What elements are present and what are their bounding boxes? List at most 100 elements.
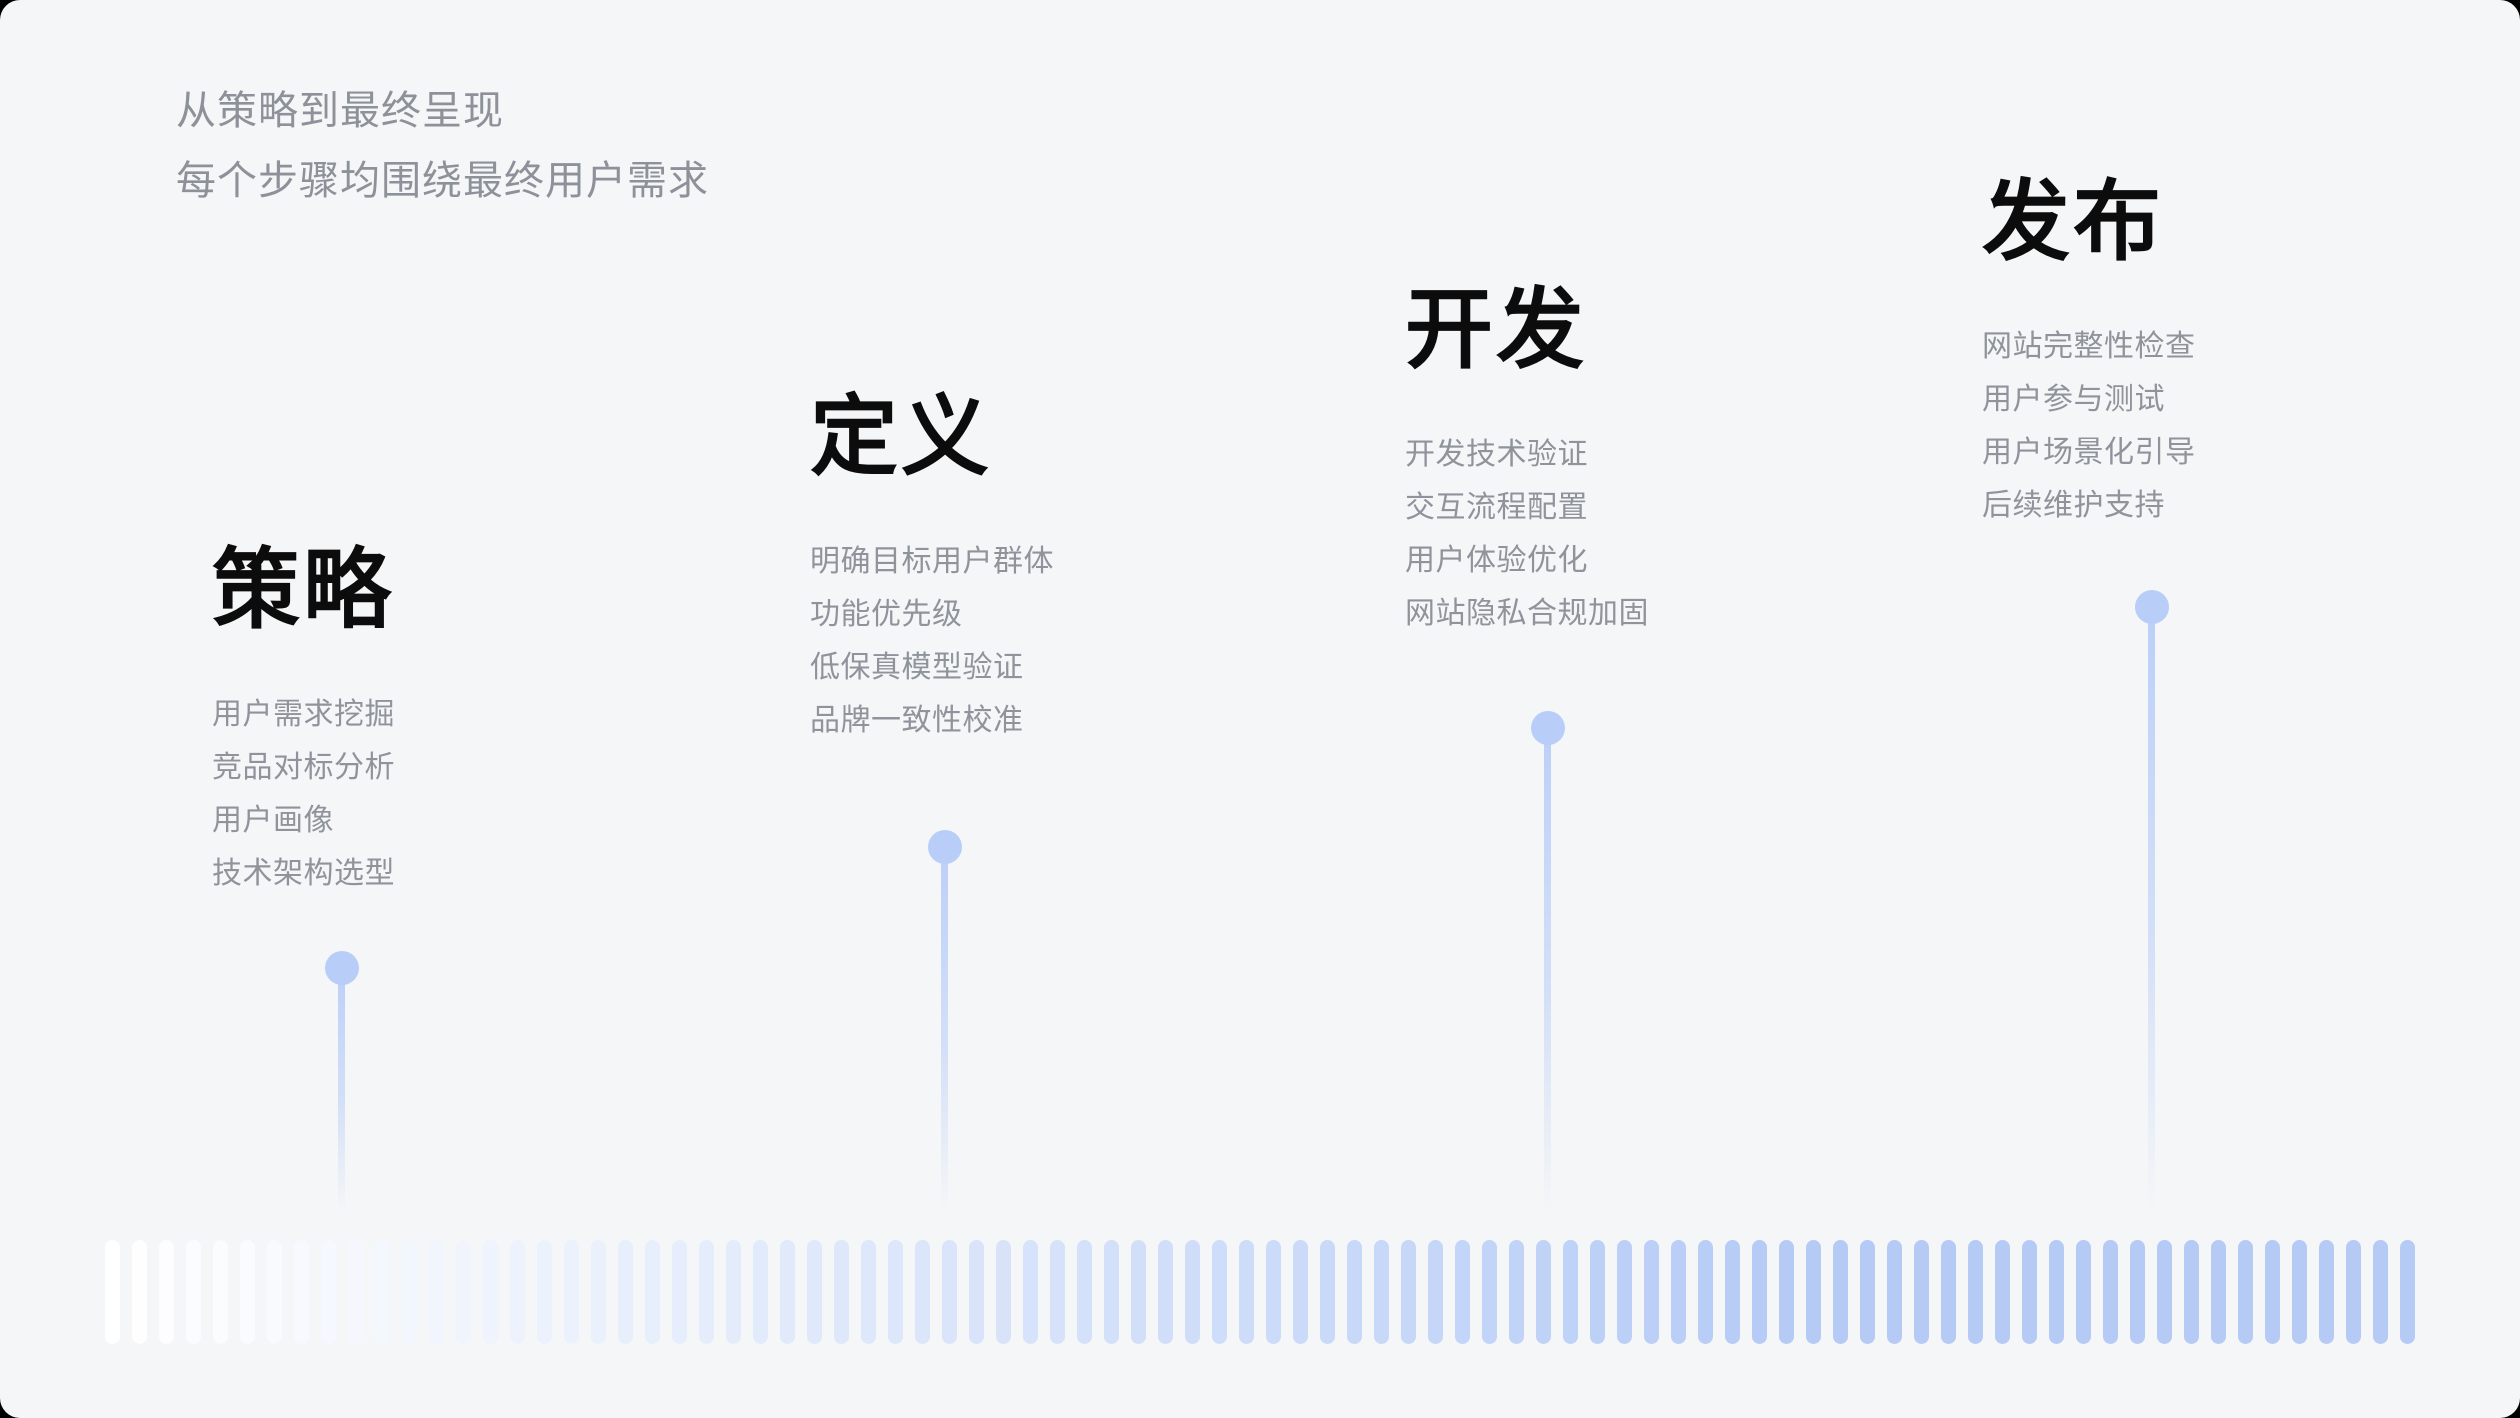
stage-item: 网站隐私合规加固 <box>1405 597 1649 630</box>
stage-item: 功能优先级 <box>810 598 963 631</box>
timeline-bar <box>807 1240 822 1344</box>
timeline-bar <box>753 1240 768 1344</box>
timeline-bar <box>1482 1240 1497 1344</box>
stage-item-list: 网站完整性检查用户参与测试用户场景化引导后续维护支持 <box>1982 320 2520 532</box>
timeline-bar <box>2292 1240 2307 1344</box>
timeline-bar <box>672 1240 687 1344</box>
timeline-bar <box>159 1240 174 1344</box>
stage-item: 明确目标用户群体 <box>810 545 1054 578</box>
timeline-bar <box>834 1240 849 1344</box>
timeline-bar <box>1698 1240 1713 1344</box>
timeline-bar <box>699 1240 714 1344</box>
timeline-bar <box>1077 1240 1092 1344</box>
timeline-bar <box>1158 1240 1173 1344</box>
stage-item-list: 开发技术验证交互流程配置用户体验优化网站隐私合规加固 <box>1405 428 1965 640</box>
timeline-bar <box>996 1240 1011 1344</box>
timeline-bar <box>1266 1240 1281 1344</box>
timeline-bar <box>888 1240 903 1344</box>
header-line-1: 从策略到最终呈现 <box>176 89 504 133</box>
timeline-bar <box>105 1240 120 1344</box>
stage-define: 定义 明确目标用户群体功能优先级低保真模型验证品牌一致性校准 <box>810 387 1370 747</box>
stage-item: 技术架构选型 <box>212 857 395 890</box>
timeline-bar <box>1752 1240 1767 1344</box>
timeline-bar <box>132 1240 147 1344</box>
stage-strategy: 策略 用户需求挖掘竞品对标分析用户画像技术架构选型 <box>212 540 772 900</box>
timeline-bar <box>1131 1240 1146 1344</box>
timeline-bar <box>1050 1240 1065 1344</box>
timeline-bar <box>2211 1240 2226 1344</box>
timeline-bar <box>1509 1240 1524 1344</box>
timeline-bar <box>564 1240 579 1344</box>
timeline-bar <box>2157 1240 2172 1344</box>
stage-item: 用户需求挖掘 <box>212 698 395 731</box>
timeline-bar <box>969 1240 984 1344</box>
timeline-bar <box>1914 1240 1929 1344</box>
stage-title: 发布 <box>1982 172 2165 271</box>
timeline-bar <box>1401 1240 1416 1344</box>
timeline-bar <box>375 1240 390 1344</box>
timeline-bar <box>1806 1240 1821 1344</box>
timeline-bar <box>1617 1240 1632 1344</box>
timeline-bar <box>1671 1240 1686 1344</box>
timeline-stem-launch <box>2148 607 2155 1213</box>
timeline-bar <box>2400 1240 2415 1344</box>
timeline-bar <box>2265 1240 2280 1344</box>
timeline-bar <box>2022 1240 2037 1344</box>
stage-item: 交互流程配置 <box>1405 491 1588 524</box>
stage-item: 品牌一致性校准 <box>810 704 1024 737</box>
stage-title: 策略 <box>212 540 395 639</box>
timeline-bar <box>1185 1240 1200 1344</box>
stage-item: 用户参与测试 <box>1982 383 2165 416</box>
timeline-bar <box>2373 1240 2388 1344</box>
stage-item: 用户场景化引导 <box>1982 436 2196 469</box>
page-header: 从策略到最终呈现 每个步骤均围绕最终用户需求 <box>176 76 709 216</box>
timeline-bar <box>1104 1240 1119 1344</box>
timeline-bar <box>1779 1240 1794 1344</box>
stage-item: 网站完整性检查 <box>1982 330 2196 363</box>
timeline-bar <box>240 1240 255 1344</box>
timeline-bar <box>1968 1240 1983 1344</box>
stage-item: 低保真模型验证 <box>810 651 1024 684</box>
timeline-stem-develop <box>1544 728 1551 1213</box>
timeline-bar <box>1239 1240 1254 1344</box>
timeline-bar <box>780 1240 795 1344</box>
timeline-stem-define <box>941 847 948 1213</box>
timeline-stem-strategy <box>338 968 345 1213</box>
stage-item: 开发技术验证 <box>1405 438 1588 471</box>
timeline-bar <box>1941 1240 1956 1344</box>
timeline-bar <box>2238 1240 2253 1344</box>
stage-launch: 发布 网站完整性检查用户参与测试用户场景化引导后续维护支持 <box>1982 172 2520 532</box>
timeline-bar <box>321 1240 336 1344</box>
timeline-bar <box>2184 1240 2199 1344</box>
stage-title: 开发 <box>1405 280 1588 379</box>
timeline-bar <box>456 1240 471 1344</box>
timeline-bar <box>510 1240 525 1344</box>
timeline-bar <box>1887 1240 1902 1344</box>
timeline-bar <box>1644 1240 1659 1344</box>
timeline-bar <box>2346 1240 2361 1344</box>
timeline-bar <box>1293 1240 1308 1344</box>
timeline-bar <box>2049 1240 2064 1344</box>
timeline-bar <box>348 1240 363 1344</box>
timeline-bar <box>267 1240 282 1344</box>
stage-title: 定义 <box>810 387 993 486</box>
timeline-bar <box>861 1240 876 1344</box>
timeline-bar <box>1320 1240 1335 1344</box>
timeline-bar <box>429 1240 444 1344</box>
timeline-bar <box>1563 1240 1578 1344</box>
stage-item-list: 用户需求挖掘竞品对标分析用户画像技术架构选型 <box>212 688 772 900</box>
stage-develop: 开发 开发技术验证交互流程配置用户体验优化网站隐私合规加固 <box>1405 280 1965 640</box>
timeline-bar <box>1455 1240 1470 1344</box>
stage-item: 竞品对标分析 <box>212 751 395 784</box>
timeline-bar <box>1725 1240 1740 1344</box>
timeline-bar <box>294 1240 309 1344</box>
timeline-bar <box>1428 1240 1443 1344</box>
timeline-bar <box>1590 1240 1605 1344</box>
timeline-bar <box>1536 1240 1551 1344</box>
timeline-bar <box>537 1240 552 1344</box>
timeline-bar <box>1833 1240 1848 1344</box>
timeline-bar <box>213 1240 228 1344</box>
timeline-bar <box>1347 1240 1362 1344</box>
timeline-bar <box>483 1240 498 1344</box>
